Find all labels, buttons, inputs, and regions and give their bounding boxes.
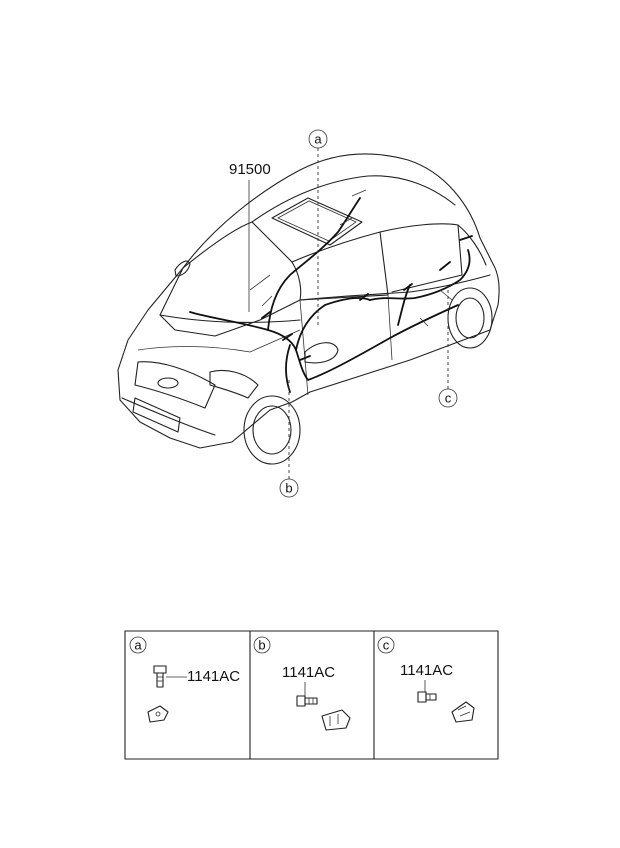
callout-c-letter: c xyxy=(445,391,452,406)
callout-a-letter: a xyxy=(314,132,322,147)
panel-b-letter: b xyxy=(258,638,265,653)
bolt-icon xyxy=(296,695,318,707)
panel-a-letter: a xyxy=(134,638,142,653)
detail-panel-c: c 1141AC xyxy=(377,636,475,723)
car-illustration xyxy=(117,153,500,465)
bolt-icon xyxy=(153,665,167,688)
wiring-harness xyxy=(189,189,473,393)
panel-c-letter: c xyxy=(383,638,390,653)
detail-panel-b: b 1141AC xyxy=(253,636,351,731)
panel-a-part-number: 1141AC xyxy=(187,668,240,685)
bracket-icon xyxy=(321,709,351,731)
bolt-icon xyxy=(417,691,437,703)
bracket-icon xyxy=(451,701,475,723)
panel-c-part-number: 1141AC xyxy=(400,662,453,679)
bracket-icon xyxy=(147,705,169,723)
callout-b-letter: b xyxy=(285,481,292,496)
callout-b: b xyxy=(279,380,299,498)
detail-table xyxy=(124,630,499,760)
main-part-number: 91500 xyxy=(229,161,271,178)
detail-panel-a: a 1141AC xyxy=(129,636,240,723)
panel-b-part-number: 1141AC xyxy=(282,664,335,681)
callout-c: c xyxy=(438,285,458,408)
callout-a: a xyxy=(308,129,328,325)
